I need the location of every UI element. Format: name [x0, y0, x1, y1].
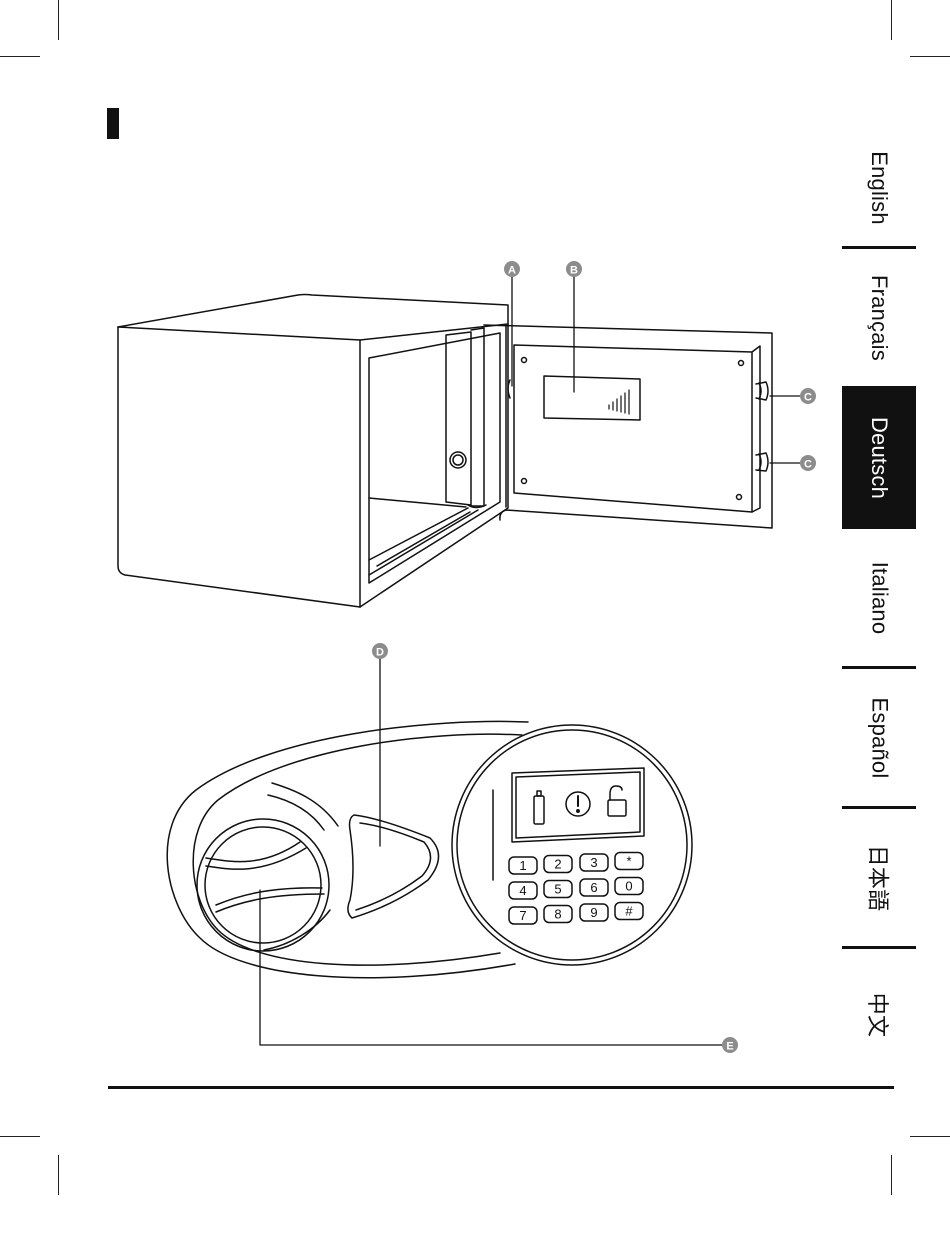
- keypad-key-label: 7: [519, 908, 526, 923]
- svg-text:C: C: [804, 459, 812, 471]
- door-hinge: [446, 328, 486, 508]
- keypad-key-hash: #: [615, 903, 643, 920]
- keypad-key-label: 1: [519, 858, 526, 873]
- tab-espanol[interactable]: Español: [842, 670, 916, 806]
- keypad-key-1: 1: [509, 857, 537, 874]
- callout-leaders: [260, 277, 801, 1045]
- keypad-key-label: #: [625, 904, 633, 919]
- callout-a: A: [504, 261, 520, 277]
- tab-divider: [842, 806, 916, 809]
- keypad-key-label: 8: [554, 907, 561, 922]
- tab-deutsch[interactable]: Deutsch: [842, 386, 916, 529]
- tab-francais[interactable]: Français: [842, 251, 916, 384]
- tab-italiano[interactable]: Italiano: [842, 530, 916, 665]
- callout-b: B: [566, 261, 582, 277]
- keypad-key-label: 5: [554, 882, 561, 897]
- svg-text:A: A: [508, 265, 516, 277]
- svg-text:E: E: [726, 1041, 733, 1053]
- keypad-key-9: 9: [580, 904, 608, 921]
- tab-chinese[interactable]: 中文: [842, 955, 916, 1075]
- callout-e: E: [722, 1037, 738, 1053]
- keypad-key-star: *: [615, 853, 643, 870]
- callout-c-upper: C: [800, 388, 816, 404]
- tab-italiano-label: Italiano: [866, 561, 892, 634]
- keypad-key-7: 7: [509, 907, 537, 924]
- tab-divider: [842, 246, 916, 249]
- keypad-key-6: 6: [580, 879, 608, 896]
- tab-divider: [842, 946, 916, 949]
- keypad-key-4: 4: [509, 882, 537, 899]
- keypad-key-label: *: [626, 854, 631, 869]
- tab-english-label: English: [866, 151, 892, 225]
- keypad-key-8: 8: [544, 906, 572, 923]
- keypad-keys: 1 2 3 * 4 5 6 0 7 8 9 #: [509, 853, 643, 925]
- svg-text:D: D: [376, 647, 384, 659]
- keypad-key-label: 9: [590, 905, 597, 920]
- tab-chinese-label: 中文: [863, 993, 895, 1037]
- callout-c-lower: C: [800, 455, 816, 471]
- keypad-panel: 1 2 3 * 4 5 6 0 7 8 9 #: [167, 721, 692, 977]
- callout-d: D: [372, 643, 388, 659]
- tab-japanese-label: 日本語: [863, 845, 895, 912]
- tab-english[interactable]: English: [842, 130, 916, 246]
- tab-francais-label: Français: [866, 275, 892, 361]
- callout-badges: A B C C D E: [372, 261, 816, 1053]
- keypad-key-0: 0: [615, 878, 643, 895]
- keypad-key-label: 2: [554, 857, 561, 872]
- keypad-key-label: 4: [519, 883, 526, 898]
- bottom-rule: [108, 1086, 894, 1089]
- svg-text:B: B: [570, 265, 578, 277]
- keypad-key-label: 0: [625, 879, 632, 894]
- safe-body: [118, 295, 508, 608]
- keypad-key-label: 3: [590, 855, 597, 870]
- tab-japanese[interactable]: 日本語: [842, 810, 916, 946]
- keypad-key-3: 3: [580, 854, 608, 871]
- tab-espanol-label: Español: [866, 698, 892, 779]
- keypad-key-5: 5: [544, 881, 572, 898]
- keypad-key-2: 2: [544, 856, 572, 873]
- open-door: [484, 325, 772, 528]
- tab-deutsch-label: Deutsch: [866, 416, 892, 498]
- tab-divider: [842, 666, 916, 669]
- keypad-key-label: 6: [590, 880, 597, 895]
- svg-text:C: C: [804, 392, 812, 404]
